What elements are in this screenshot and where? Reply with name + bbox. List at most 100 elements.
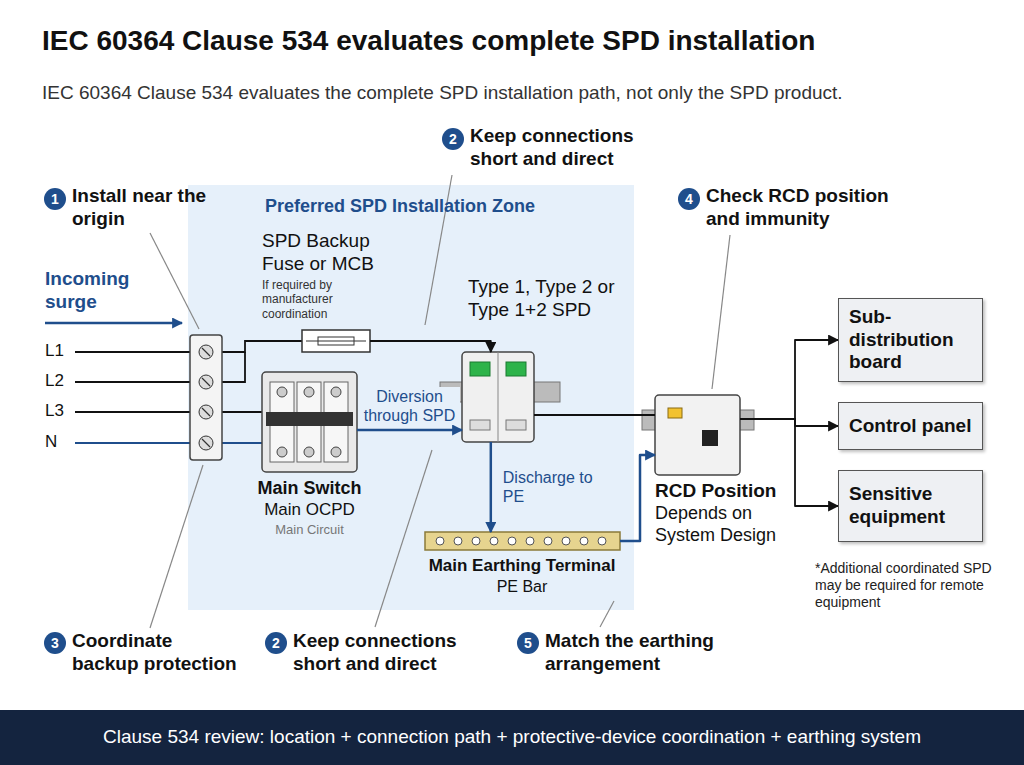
- phase-wires-part: [222, 442, 262, 444]
- pe-bar-part: [425, 532, 620, 550]
- pe-bar: [425, 532, 620, 550]
- rcd-symbol-part: [702, 430, 718, 446]
- load-box: Sensitive equipment: [838, 470, 983, 542]
- label-text: Keep connections short and direct: [470, 125, 645, 171]
- main-switch-symbol-part: [262, 372, 357, 472]
- main-switch-symbol-part: [304, 387, 314, 397]
- edge-label: Discharge to PE: [501, 468, 597, 506]
- label-text: Match the earthing arrangement: [545, 630, 725, 676]
- edge-label: Diversion through SPD: [360, 387, 460, 425]
- phase-wires-part: [75, 381, 196, 383]
- terminal-block-part: [202, 348, 210, 447]
- node-title: Sensitive equipment: [849, 483, 972, 529]
- connector: [620, 455, 655, 541]
- spd-symbol-part: [470, 420, 490, 430]
- callout-number: 3: [44, 632, 66, 654]
- main-switch-symbol-part: [277, 447, 287, 457]
- rcd-symbol-part: [655, 395, 740, 475]
- leader-line-part: [150, 465, 203, 628]
- pe-bar-part: [508, 537, 516, 545]
- rcd-symbol: [642, 395, 754, 475]
- main-switch-symbol-part: [331, 447, 341, 457]
- phase-wires-part: [75, 442, 196, 444]
- node-title: Sub-distribution board: [849, 306, 972, 374]
- spd-symbol-part: [506, 362, 526, 376]
- phase-wires-part: [222, 352, 245, 382]
- label-text: IEC 60364 Clause 534 evaluates the compl…: [42, 82, 1017, 105]
- label-text: Keep connections short and direct: [293, 630, 468, 676]
- connector: [740, 340, 838, 419]
- main-switch-symbol-part: [331, 387, 341, 397]
- connector: [534, 414, 655, 416]
- connector: [357, 429, 462, 432]
- caption-bar: Clause 534 review: location + connection…: [0, 710, 1024, 765]
- pe-bar-part: [598, 537, 606, 545]
- main-switch-symbol: [262, 372, 357, 472]
- label-text: Install near the origin: [72, 185, 212, 231]
- phase-wires-part: [75, 411, 196, 413]
- node-title: RCD Position: [655, 480, 820, 503]
- callout-number: 5: [517, 632, 539, 654]
- node-text: PE Bar: [402, 577, 642, 596]
- zone-ground: [188, 185, 634, 610]
- load-box: Sub-distribution board: [838, 298, 983, 382]
- fuse-symbol: [302, 330, 370, 352]
- page-title: IEC 60364 Clause 534 evaluates complete …: [42, 24, 1017, 58]
- backup-fuse: SPD Backup Fuse or MCBIf required by man…: [302, 330, 370, 352]
- label-text: L1: [45, 341, 75, 361]
- label-text: Coordinate backup protection: [72, 630, 240, 676]
- node-title: Type 1, Type 2 or Type 1+2 SPD: [468, 276, 643, 322]
- callout-number: 2: [265, 632, 287, 654]
- main-switch: Main SwitchMain OCPDMain Circuit: [262, 372, 357, 472]
- pe-bar-part: [472, 537, 480, 545]
- earthing-terminal: Main Earthing TerminalPE Bar: [425, 532, 620, 550]
- spd-symbol-part: [506, 420, 526, 430]
- surge-arrow-part: [45, 322, 182, 325]
- node-text: Main Circuit: [237, 522, 382, 538]
- node-title: Main Earthing Terminal: [402, 556, 642, 576]
- label-text: L3: [45, 401, 75, 421]
- node-text: Main OCPD: [237, 500, 382, 520]
- connector: [370, 341, 491, 352]
- node-text: Depends on System Design: [655, 503, 795, 546]
- label-text: Check RCD position and immunity: [706, 185, 906, 231]
- leader-line-part: [712, 235, 730, 389]
- leader-line-part: [150, 233, 199, 329]
- callout-number: 4: [678, 188, 700, 210]
- node-text: If required by manufacturer coordination: [262, 278, 382, 321]
- label-text: Incoming surge: [45, 268, 145, 314]
- pe-bar-part: [454, 537, 462, 545]
- pe-bar-part: [490, 537, 498, 545]
- callout-number: 2: [442, 128, 464, 150]
- label-text: L2: [45, 371, 75, 391]
- surge-arrow: [45, 323, 182, 324]
- callout-number: 1: [44, 188, 66, 210]
- terminal-block-part: [190, 335, 222, 460]
- terminal-block: [190, 335, 222, 460]
- load-box: Control panel: [838, 402, 983, 450]
- connector: [490, 442, 493, 532]
- node-title: Preferred SPD Installation Zone: [265, 196, 605, 218]
- main-switch-symbol-part: [277, 387, 287, 397]
- spd-symbol-part: [470, 362, 490, 376]
- spd-device: Type 1, Type 2 or Type 1+2 SPD: [462, 352, 534, 442]
- spd-symbol-part: [498, 352, 499, 442]
- fuse-symbol-part: [306, 340, 366, 341]
- rcd-device: RCD PositionDepends on System Design: [655, 395, 740, 475]
- zone-ground-part: [188, 185, 634, 610]
- spd-symbol-part: [462, 352, 534, 442]
- connector: [740, 419, 838, 426]
- leader-line: [150, 175, 730, 628]
- leader-line-part: [600, 601, 614, 627]
- phase-wires-part: [222, 341, 302, 352]
- rcd-symbol-part: [668, 408, 682, 418]
- pe-bar-part: [526, 537, 534, 545]
- leader-line-part: [375, 450, 432, 627]
- node-title: SPD Backup Fuse or MCB: [262, 230, 392, 276]
- fuse-symbol-part: [302, 330, 370, 352]
- node-title: Control panel: [849, 415, 972, 438]
- label-text: N: [45, 432, 75, 452]
- pe-bar-part: [580, 537, 588, 545]
